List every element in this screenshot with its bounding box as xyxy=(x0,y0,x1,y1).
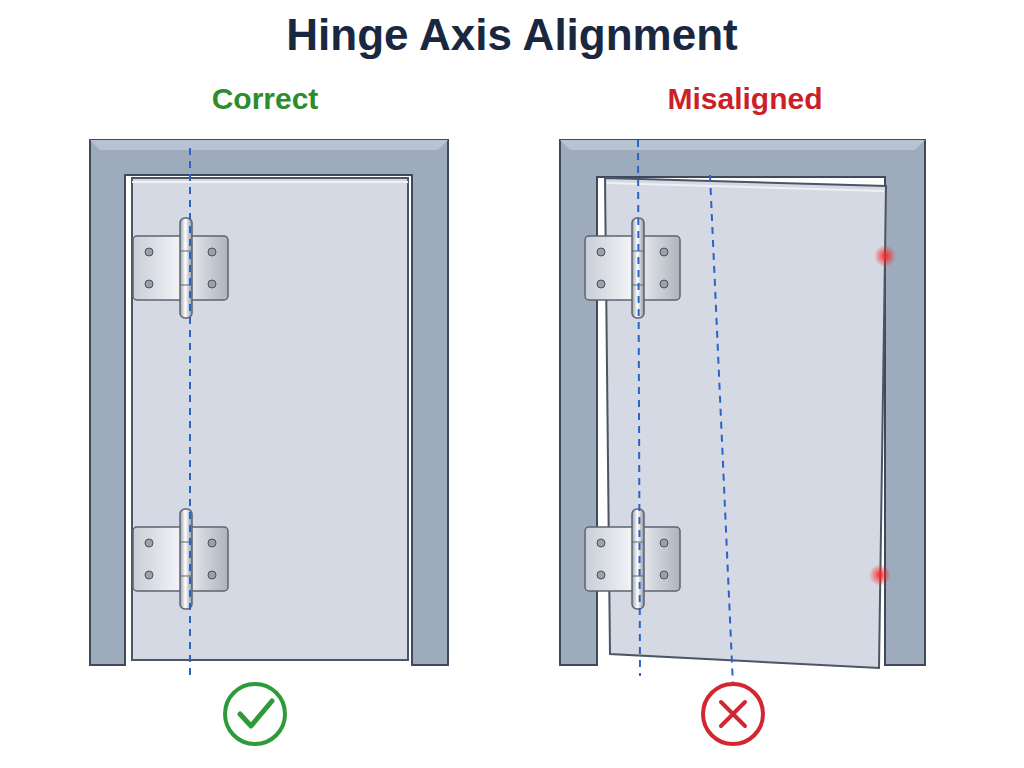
contact-point xyxy=(869,564,891,586)
misaligned-door xyxy=(560,140,925,686)
panel-label: Correct xyxy=(212,82,319,116)
correct-door xyxy=(90,140,448,676)
diagram-title: Hinge Axis Alignment xyxy=(286,10,737,60)
panel-label: Misaligned xyxy=(667,82,822,116)
cross-icon xyxy=(703,684,763,744)
contact-point xyxy=(874,245,896,267)
check-icon xyxy=(225,684,285,744)
